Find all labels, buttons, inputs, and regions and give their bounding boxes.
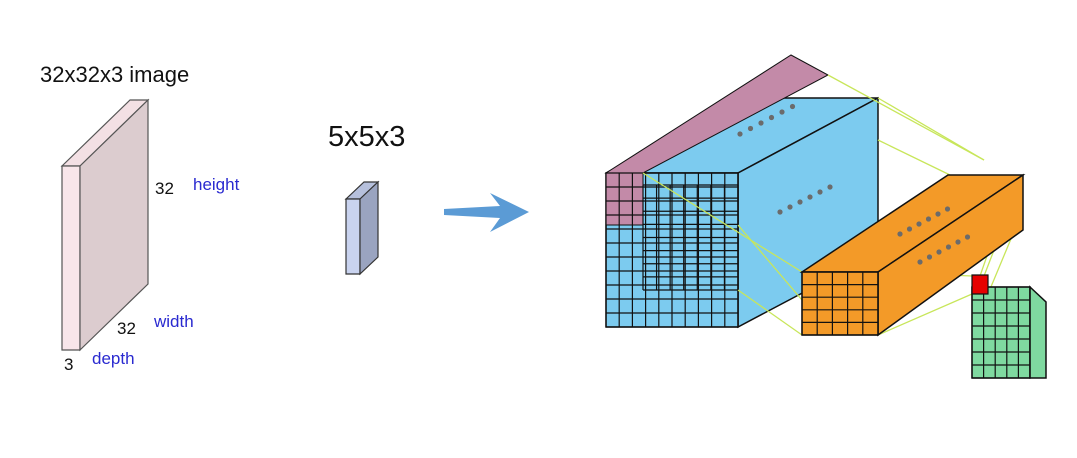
depth-dot (925, 216, 932, 222)
depth-dot (945, 244, 952, 250)
depth-dot (789, 103, 796, 110)
orange-volume-front-face (801, 271, 879, 336)
depth-dot (779, 109, 785, 115)
highlighted-output-neuron (971, 274, 989, 295)
filter-side-face (359, 180, 379, 276)
connector-line (827, 74, 985, 161)
depth-dot (917, 259, 923, 265)
orange-depth-dots (897, 206, 971, 265)
depth-dot (768, 114, 775, 121)
blue-input-volume (604, 54, 879, 329)
input-image-volume (60, 98, 150, 352)
depth-dot (916, 221, 922, 227)
depth-dot (926, 254, 933, 260)
depth-dot (955, 239, 961, 245)
input-volume-front-face (61, 165, 81, 351)
arrow-icon (444, 193, 529, 232)
green-front-grid (971, 286, 1031, 379)
filter-volume (344, 180, 380, 276)
connector-line (877, 97, 985, 161)
connector-line (737, 289, 803, 336)
depth-dot (897, 231, 903, 237)
depth-label: depth (92, 349, 135, 368)
depth-dot (827, 184, 833, 190)
depth-dot (797, 199, 803, 205)
width-value: 32 (117, 319, 136, 338)
green-volume-side-face (1029, 285, 1047, 379)
depth-dot (787, 204, 793, 210)
depth-dot (777, 209, 783, 215)
connector-line (642, 172, 803, 273)
input-volume-title: 32x32x3 image (40, 62, 189, 87)
depth-dot (817, 189, 823, 195)
width-label: width (153, 312, 194, 331)
filter-title: 5x5x3 (328, 121, 405, 153)
depth-dot (807, 194, 813, 200)
front-grid-lines (605, 172, 739, 328)
height-value: 32 (155, 179, 174, 198)
receptive-field-front-pink (605, 172, 644, 226)
green-output-volume (971, 274, 1047, 379)
green-volume-front-face (971, 286, 1031, 379)
orange-front-grid (801, 271, 879, 336)
depth-value: 3 (64, 355, 73, 374)
depth-dot (758, 120, 764, 126)
depth-dot (964, 234, 971, 240)
height-label: height (193, 175, 240, 194)
depth-dot (906, 226, 913, 232)
depth-dot (747, 125, 754, 132)
depth-dot (936, 249, 942, 255)
connector-line (877, 139, 951, 176)
connector-line (737, 224, 803, 301)
depth-dot (737, 131, 743, 137)
orange-activation-volume (799, 173, 1026, 337)
depth-dots-top (737, 103, 796, 137)
input-volume-side-face (79, 98, 149, 352)
depth-dot (935, 211, 941, 217)
depth-dot (944, 206, 951, 212)
filter-front-face (345, 198, 361, 275)
connector-line (877, 293, 973, 336)
depth-dots-side (777, 184, 833, 215)
